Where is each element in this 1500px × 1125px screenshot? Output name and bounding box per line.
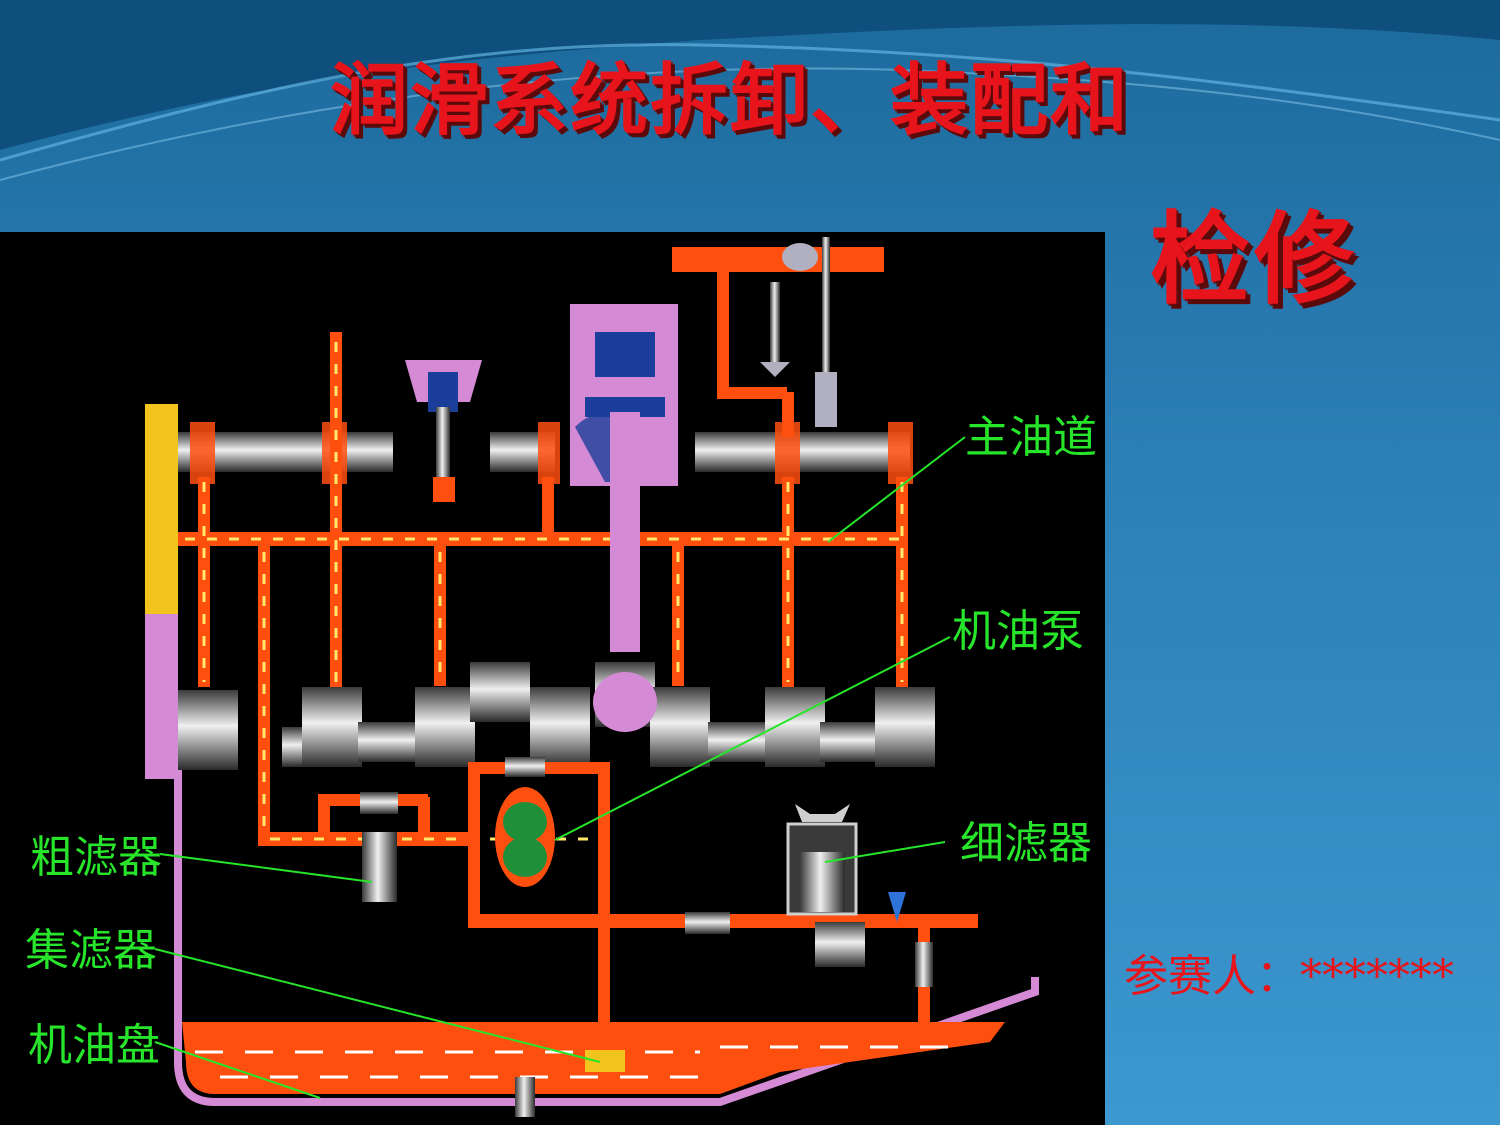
timing-gear <box>145 404 178 614</box>
oil-pump-assembly <box>360 757 978 1062</box>
diagram-canvas: 主油道 机油泵 细滤器 粗滤器 集滤器 机油盘 <box>25 237 1097 1117</box>
lubrication-system-diagram: 主油道 机油泵 细滤器 粗滤器 集滤器 机油盘 <box>0 232 1105 1125</box>
oil-strainer <box>585 1050 625 1072</box>
piston-connecting-rod <box>570 304 678 732</box>
rocker-arm-assembly <box>672 237 884 437</box>
camshaft <box>178 422 913 484</box>
crankshaft <box>178 662 935 770</box>
label-coarse-filter: 粗滤器 <box>30 832 162 883</box>
coarse-filter <box>362 832 397 902</box>
label-oil-pan: 机油盘 <box>28 1020 160 1071</box>
label-main-oil-gallery: 主油道 <box>965 412 1097 463</box>
participant-text: 参赛人：******* <box>1124 951 1454 1002</box>
slide-title-line-2: 检修 <box>1150 201 1358 318</box>
label-strainer: 集滤器 <box>25 925 157 976</box>
slide-header-decoration <box>0 0 1500 181</box>
leader-lines <box>154 436 966 1099</box>
fine-filter <box>786 804 933 1038</box>
label-oil-pump: 机油泵 <box>952 606 1084 657</box>
label-fine-filter: 细滤器 <box>960 818 1092 869</box>
slide-title-line-1: 润滑系统拆卸、装配和 <box>330 56 1131 146</box>
flywheel-housing <box>145 614 178 779</box>
valve-tappet <box>405 360 482 502</box>
